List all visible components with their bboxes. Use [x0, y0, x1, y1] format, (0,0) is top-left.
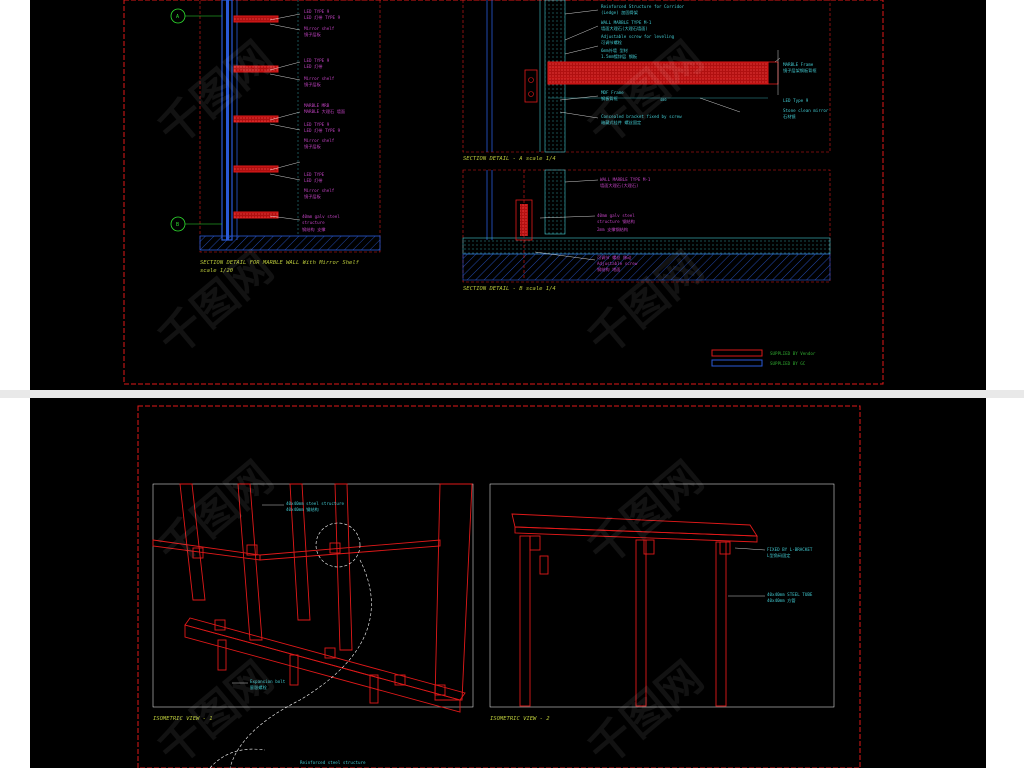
- note: 2mm 支撑钢结构: [597, 226, 628, 233]
- legend-swatch-gc: [711, 359, 763, 367]
- section-detail-b: WALL MARBLE TYPE M-1 墙面大理石(大理石) 40mm gal…: [462, 169, 831, 283]
- bubble-a-label: A: [176, 14, 179, 20]
- note: Mirror shelf: [304, 26, 335, 31]
- note: 40x40mm 方管: [767, 597, 796, 604]
- mirror-shelf: [233, 165, 279, 173]
- note: LED TYPE 9: [304, 9, 330, 14]
- sheet-border-top: [123, 0, 884, 385]
- note: LED TYPE 9: [304, 122, 330, 127]
- caption-marble-wall-scale: scale 1/20: [200, 268, 234, 274]
- note: 40x40mm STEEL TUBE: [767, 592, 813, 597]
- watermark: 千图网: [149, 452, 283, 576]
- note: LED 灯带: [304, 177, 322, 184]
- mirror-shelf: [233, 115, 279, 123]
- mirror-shelf: [233, 65, 279, 73]
- note: 40x40mm steel structure: [286, 501, 344, 506]
- note: LED Type 9: [783, 98, 809, 103]
- caption-marble-wall: SECTION DETAIL FOR MARBLE WALL With Mirr…: [200, 260, 360, 266]
- note: 钢结构 地面: [597, 266, 620, 273]
- note: 镜子层板: [304, 143, 322, 150]
- mirror-shelf: [233, 15, 279, 23]
- drawing-sheet-top: [30, 0, 986, 390]
- caption-section-a: SECTION DETAIL - A scale 1/4: [463, 156, 556, 162]
- note: Reinforced Structure for Corridor: [601, 4, 685, 9]
- note: MDF Frame: [601, 90, 624, 95]
- note: 膨胀螺栓: [250, 684, 268, 691]
- note: structure 钢结构: [597, 218, 635, 225]
- isometric-view-2: FIXED BY L-BRACKET L型角码固定 40x40mm STEEL …: [489, 483, 835, 708]
- note: 钢板背框: [601, 95, 619, 102]
- sheet-separator: [0, 390, 1024, 398]
- note: 40mm galv steel: [597, 213, 635, 218]
- note: Mirror shelf: [304, 188, 335, 193]
- note: Adjustable screw for leveling: [601, 34, 675, 39]
- note: 1.5mm镀锌层 钢板: [601, 53, 638, 60]
- note: L型角码固定: [767, 552, 790, 559]
- section-bubble-b: B: [170, 216, 222, 232]
- note: 40x40mm 钢结构: [286, 506, 319, 513]
- watermark: 千图网: [579, 32, 713, 156]
- watermark: 千图网: [149, 652, 283, 768]
- drawing-sheet-bottom: [30, 398, 986, 768]
- legend-swatch-vendor: [711, 349, 763, 357]
- bubble-b-label: B: [176, 222, 179, 228]
- note: MARBLE Frame: [783, 62, 814, 67]
- note: LED 灯带 TYPE 9: [304, 127, 341, 134]
- sheet-border-bottom: [137, 405, 861, 768]
- caption-iso-1: ISOMETRIC VIEW - 1: [153, 716, 213, 722]
- note: 镜子层板: [304, 31, 322, 38]
- note: 镜子层板: [304, 81, 322, 88]
- mirror-shelf: [233, 211, 279, 219]
- note: MARBLE MRB: [304, 103, 330, 108]
- marble-wall-elevation: [199, 0, 381, 253]
- note: 可调节螺栓: [601, 39, 623, 46]
- note: Expansion bolt: [250, 679, 286, 684]
- section-bubble-a: A: [170, 8, 222, 24]
- note: Adjustable screw: [597, 261, 638, 266]
- watermark: 千图网: [149, 32, 283, 156]
- note: 镜子层板: [304, 193, 322, 200]
- note: 墙面大理石(大理石墙面): [601, 25, 648, 32]
- note: FIXED BY L-BRACKET: [767, 547, 813, 552]
- legend-label: SUPPLIED BY GC: [770, 361, 806, 366]
- legend: SUPPLIED BY Vendor SUPPLIED BY GC: [711, 349, 816, 367]
- note: 可调节 螺丝 移动: [597, 254, 631, 261]
- note: 6mm外墙 型材: [601, 47, 628, 54]
- note: 石材镜: [783, 113, 796, 120]
- note: MARBLE 大理石 墙面: [304, 108, 345, 115]
- caption-iso-2: ISOMETRIC VIEW - 2: [490, 716, 550, 722]
- note: structure: [302, 220, 325, 225]
- note: 墙面大理石(大理石): [600, 182, 639, 189]
- section-detail-a: 400 Reinforced Structure for Corridor (L…: [462, 0, 831, 153]
- marble-wall-notes: LED TYPE 9 LED 灯带 TYPE 9 Mirror shelf 镜子…: [302, 9, 345, 233]
- note: LED 灯带: [304, 63, 322, 70]
- watermark-layer: 千图网 千图网 千图网 千图网 千图网 千图网 千图网 千图网: [149, 32, 713, 768]
- note: Mirror shelf: [304, 76, 335, 81]
- note: 钢结构 支撑: [302, 226, 326, 233]
- note: Concealed bracket fixed by screw: [601, 114, 682, 119]
- note: 暗藏式挂件 螺丝固定: [601, 119, 641, 126]
- note: Stone clean mirror: [783, 108, 829, 113]
- note: 40mm galv steel: [302, 214, 340, 219]
- isometric-view-1: 40x40mm steel structure 40x40mm 钢结构 Expa…: [152, 483, 474, 768]
- note: Mirror shelf: [304, 138, 335, 143]
- note: Reinforced steel structure: [300, 760, 366, 765]
- dimension-label: 400: [660, 98, 667, 102]
- legend-label: SUPPLIED BY Vendor: [770, 351, 816, 356]
- note: WALL MARBLE TYPE M-1: [600, 177, 651, 182]
- note: WALL MARBLE TYPE M-1: [601, 20, 652, 25]
- caption-section-b: SECTION DETAIL - B scale 1/4: [463, 286, 556, 292]
- note: LED TYPE: [304, 172, 325, 177]
- note: (Ledge) 加固骨架: [601, 9, 638, 16]
- note: LED TYPE 9: [304, 58, 330, 63]
- note: 镜子层架钢板背框: [783, 67, 817, 74]
- note: LED 灯带 TYPE 9: [304, 14, 341, 21]
